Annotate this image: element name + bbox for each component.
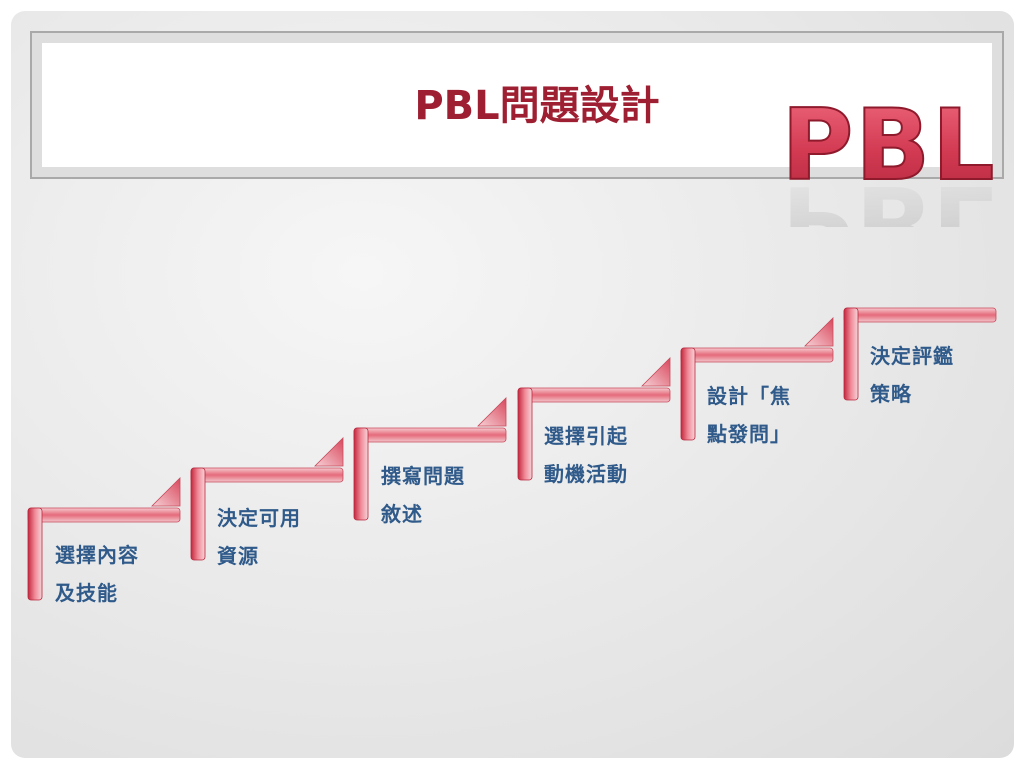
- step-3-side-bar: [353, 427, 369, 521]
- step-2-side-bar: [190, 467, 206, 561]
- step-3-corner-triangle: [477, 397, 507, 427]
- step-5-side-bar: [680, 347, 696, 441]
- step-2-line-2: 資源: [217, 544, 259, 568]
- step-2-corner-triangle: [314, 437, 344, 467]
- staircase-diagram: [27, 307, 997, 601]
- step-1-line-2: 及技能: [55, 581, 118, 605]
- step-3-text: 撰寫問題 敘述: [381, 457, 531, 533]
- step-1-corner-triangle: [151, 477, 181, 507]
- title-frame: PBL問題設計: [30, 31, 1004, 179]
- title-box: PBL問題設計: [42, 43, 992, 167]
- step-6-text: 決定評鑑 策略: [870, 337, 1014, 413]
- step-4-text: 選擇引起 動機活動: [544, 417, 694, 493]
- step-1-line-1: 選擇內容: [55, 543, 139, 567]
- step-6-side-bar: [843, 307, 859, 401]
- step-1-text: 選擇內容 及技能: [55, 536, 205, 612]
- step-5-line-1: 設計「焦: [707, 384, 791, 408]
- step-1-top-bar: [27, 507, 181, 523]
- step-4-corner-triangle: [641, 357, 671, 387]
- step-4-line-1: 選擇引起: [544, 424, 628, 448]
- step-6-line-2: 策略: [870, 382, 912, 406]
- step-3-line-1: 撰寫問題: [381, 464, 465, 488]
- step-4-top-bar: [517, 387, 671, 403]
- step-5-text: 設計「焦 點發問」: [707, 377, 857, 453]
- step-4-line-2: 動機活動: [544, 462, 628, 486]
- step-3-line-2: 敘述: [381, 502, 423, 526]
- step-5-top-bar: [680, 347, 834, 363]
- step-2-text: 決定可用 資源: [217, 499, 367, 575]
- step-2-line-1: 決定可用: [217, 506, 301, 530]
- step-4-side-bar: [517, 387, 533, 481]
- step-5-corner-triangle: [804, 317, 834, 347]
- step-5-line-2: 點發問」: [707, 422, 791, 446]
- step-1-side-bar: [27, 507, 43, 601]
- slide: PBL問題設計 PBL PBL: [11, 11, 1014, 758]
- step-2-top-bar: [190, 467, 344, 483]
- pbl-logo-text: PBL: [782, 89, 997, 203]
- pbl-logo: PBL PBL: [781, 88, 997, 227]
- pbl-logo-reflection: PBL: [782, 163, 997, 227]
- step-3-top-bar: [353, 427, 507, 443]
- step-6-top-bar: [843, 307, 997, 323]
- step-6-line-1: 決定評鑑: [870, 344, 954, 368]
- slide-title: PBL問題設計: [414, 83, 660, 129]
